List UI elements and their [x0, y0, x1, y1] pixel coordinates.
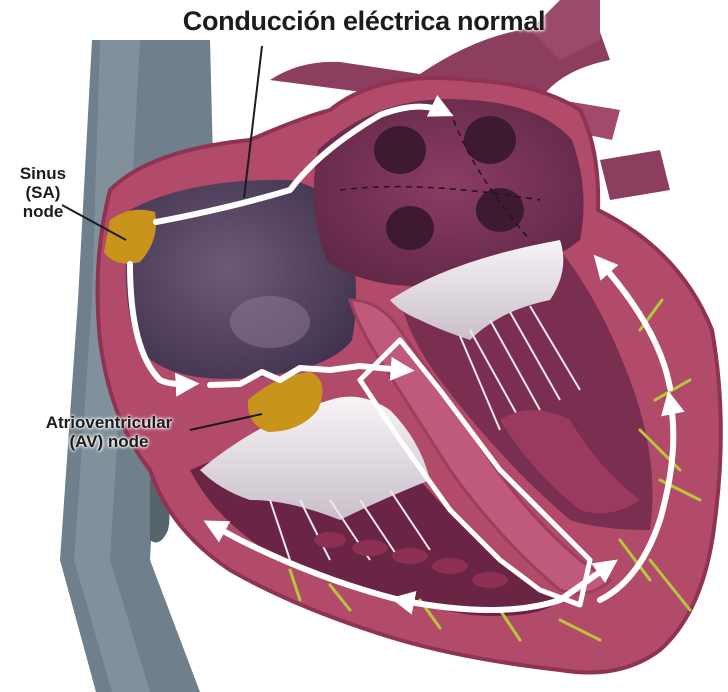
right-atrium-shine: [230, 296, 310, 348]
av-node-label-line-1: Atrioventricular: [6, 413, 212, 432]
sa-node-label-line-1: Sinus: [8, 164, 78, 183]
sa-node-label-line-2: (SA): [8, 183, 78, 202]
av-node-label-line-2: (AV) node: [6, 432, 212, 451]
av-node-label: Atrioventricular (AV) node: [6, 413, 212, 451]
sa-node-label-line-3: node: [8, 202, 78, 221]
sa-node-label: Sinus (SA) node: [8, 164, 78, 221]
diagram-title: Conducción eléctrica normal: [0, 6, 728, 36]
